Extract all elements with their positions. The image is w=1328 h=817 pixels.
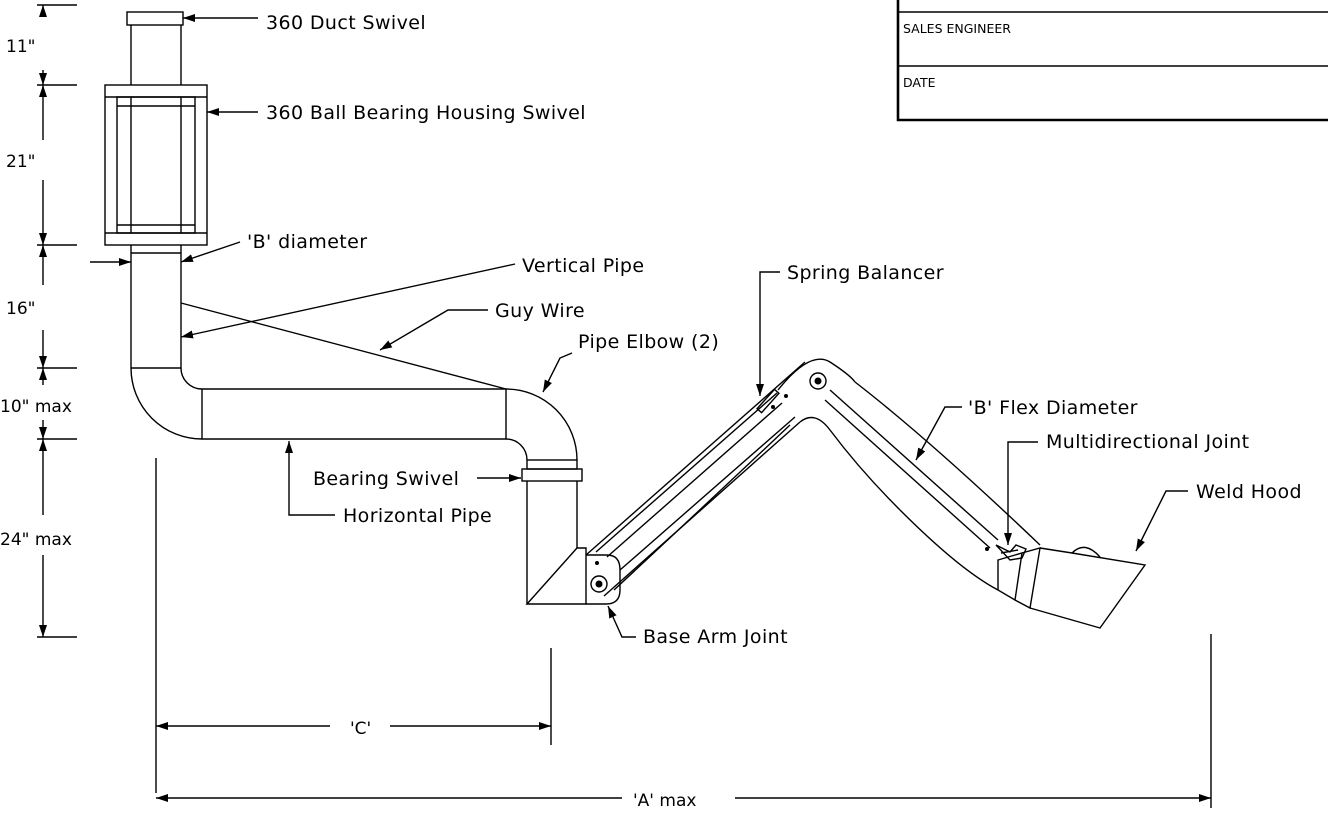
dim-a-max: 'A' max [633, 791, 696, 811]
label-weld-hood: Weld Hood [1196, 481, 1302, 503]
dim-10-max: 10" max [0, 397, 72, 417]
ball-bearing-housing [104, 84, 208, 246]
vertical-pipe [130, 245, 182, 369]
spring-balancer [756, 388, 788, 414]
left-elbow [130, 367, 203, 440]
bearing-swivel [521, 459, 583, 604]
right-elbow [505, 388, 578, 461]
label-guy-wire: Guy Wire [495, 300, 585, 322]
label-multidirectional-joint: Multidirectional Joint [1046, 431, 1249, 453]
label-b-diameter: 'B' diameter [247, 231, 367, 253]
sales-engineer-label: SALES ENGINEER [903, 21, 1011, 36]
label-horizontal-pipe: Horizontal Pipe [343, 505, 492, 527]
horizontal-pipe [201, 388, 507, 440]
multidirectional-joint [995, 544, 1027, 561]
label-vertical-pipe: Vertical Pipe [522, 255, 644, 277]
duct-swivel [126, 11, 184, 85]
label-duct-swivel: 360 Duct Swivel [266, 12, 426, 34]
callout-leaders [90, 14, 1188, 638]
dim-11: 11" [6, 37, 35, 57]
callout-labels: 360 Duct Swivel 360 Ball Bearing Housing… [247, 12, 1302, 648]
label-b-flex-diameter: 'B' Flex Diameter [968, 397, 1138, 419]
label-base-arm-joint: Base Arm Joint [643, 626, 788, 648]
label-ball-bearing-housing: 360 Ball Bearing Housing Swivel [266, 102, 586, 124]
label-bearing-swivel: Bearing Swivel [313, 468, 459, 490]
arm-knuckle [777, 358, 901, 511]
title-block: SALES ENGINEER DATE [896, 0, 1328, 122]
vertical-dimensions: 11" 21" 16" 10" max 24" max [0, 4, 77, 638]
flex-arm-lower [585, 361, 806, 597]
dim-21: 21" [6, 152, 35, 172]
base-arm-joint [525, 547, 621, 605]
label-pipe-elbow: Pipe Elbow (2) [578, 331, 719, 353]
dim-24-max: 24" max [0, 530, 72, 550]
weld-hood [997, 546, 1147, 629]
label-spring-balancer: Spring Balancer [787, 262, 944, 284]
date-label: DATE [903, 75, 936, 90]
dim-16: 16" [6, 299, 35, 319]
flex-arm-upper [824, 381, 1041, 591]
horizontal-dimensions: 'C' 'A' max [155, 458, 1212, 811]
dim-c: 'C' [350, 719, 371, 739]
guy-wire [180, 302, 507, 390]
